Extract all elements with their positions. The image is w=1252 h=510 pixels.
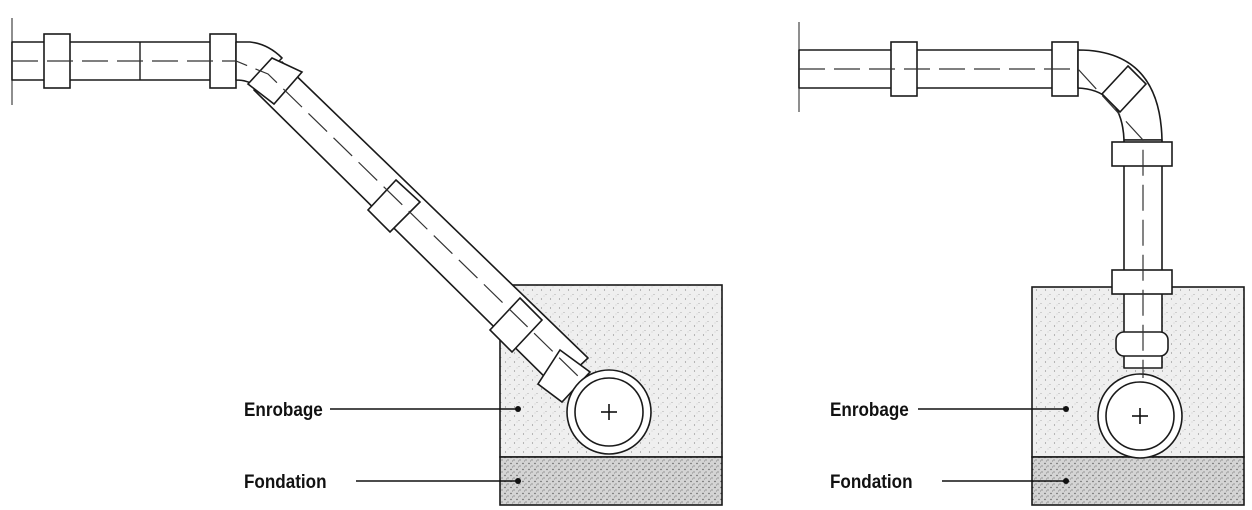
- right-panel: Enrobage Fondation: [798, 22, 1245, 506]
- left-coupling-5: [488, 296, 544, 354]
- right-coupling-6: [1115, 331, 1169, 357]
- left-panel: Enrobage Fondation: [11, 18, 723, 506]
- left-diagonal-pipe: [253, 61, 589, 389]
- right-pipe-centerline: [799, 68, 1144, 378]
- left-fondation-dot: [515, 478, 521, 484]
- left-pipe-centerline: [12, 60, 581, 379]
- left-fondation-block: [499, 456, 723, 506]
- left-fondation-label: Fondation: [244, 471, 327, 492]
- right-coupling-5: [1111, 269, 1173, 295]
- right-enrobage-label: Enrobage: [830, 399, 909, 420]
- left-enrobage-label: Enrobage: [244, 399, 323, 420]
- right-fondation-dot: [1063, 478, 1069, 484]
- right-enrobage-dot: [1063, 406, 1069, 412]
- right-fondation-label: Fondation: [830, 471, 913, 492]
- left-coupling-4: [366, 178, 422, 234]
- right-coupling-4: [1111, 141, 1173, 167]
- right-coupling-3: [1100, 64, 1148, 114]
- cross-icon: [601, 404, 617, 420]
- left-enrobage-dot: [515, 406, 521, 412]
- left-coupling-6: [536, 348, 592, 404]
- cross-icon: [1132, 408, 1148, 424]
